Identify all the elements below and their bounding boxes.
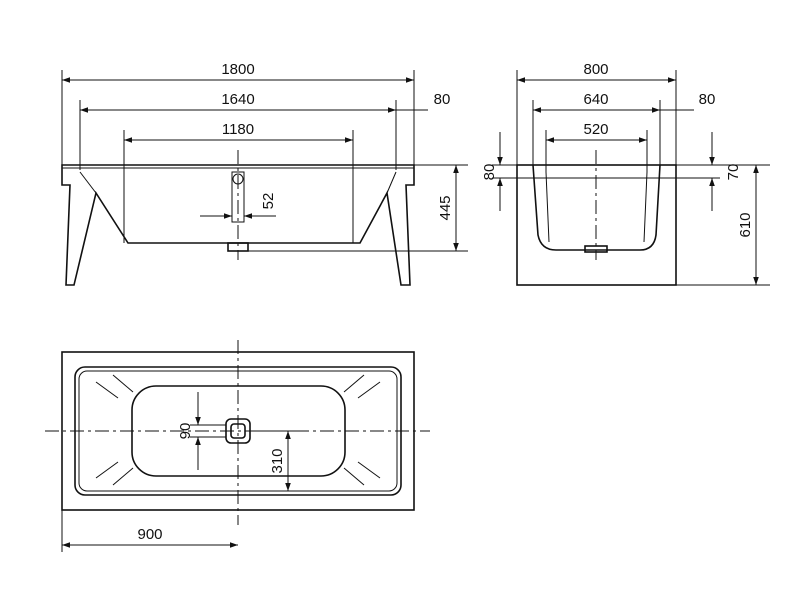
dim-640: 640 (583, 91, 608, 108)
front-tub-outline (61, 164, 415, 286)
dim-520: 520 (583, 121, 608, 138)
dim-445: 445 (437, 195, 454, 220)
front-right-wall (386, 171, 397, 194)
side-inner-walls (545, 171, 648, 243)
front-view: 1800 1640 80 1180 52 445 (61, 61, 468, 286)
dim-80-vertical: 80 (481, 164, 498, 181)
side-outline (516, 164, 677, 286)
dim-90: 90 (177, 423, 194, 440)
slope-hatching (95, 374, 381, 486)
front-left-wall (79, 171, 97, 194)
top-drain-inner (230, 423, 246, 439)
side-basin (532, 164, 661, 251)
dim-80-side: 80 (699, 91, 716, 108)
dim-900: 900 (137, 526, 162, 543)
dim-310: 310 (269, 448, 286, 473)
dim-80-front: 80 (434, 91, 451, 108)
dim-1180: 1180 (222, 121, 254, 138)
dim-70-vertical: 70 (725, 164, 742, 181)
dim-610: 610 (737, 212, 754, 237)
dim-1640: 1640 (221, 91, 254, 108)
dim-52: 52 (260, 193, 277, 210)
overflow-pipe (231, 171, 245, 223)
dim-1800: 1800 (221, 61, 254, 78)
dim-800: 800 (583, 61, 608, 78)
side-view: 800 640 80 520 80 70 610 (481, 61, 770, 286)
top-view: 90 310 900 (45, 340, 430, 552)
